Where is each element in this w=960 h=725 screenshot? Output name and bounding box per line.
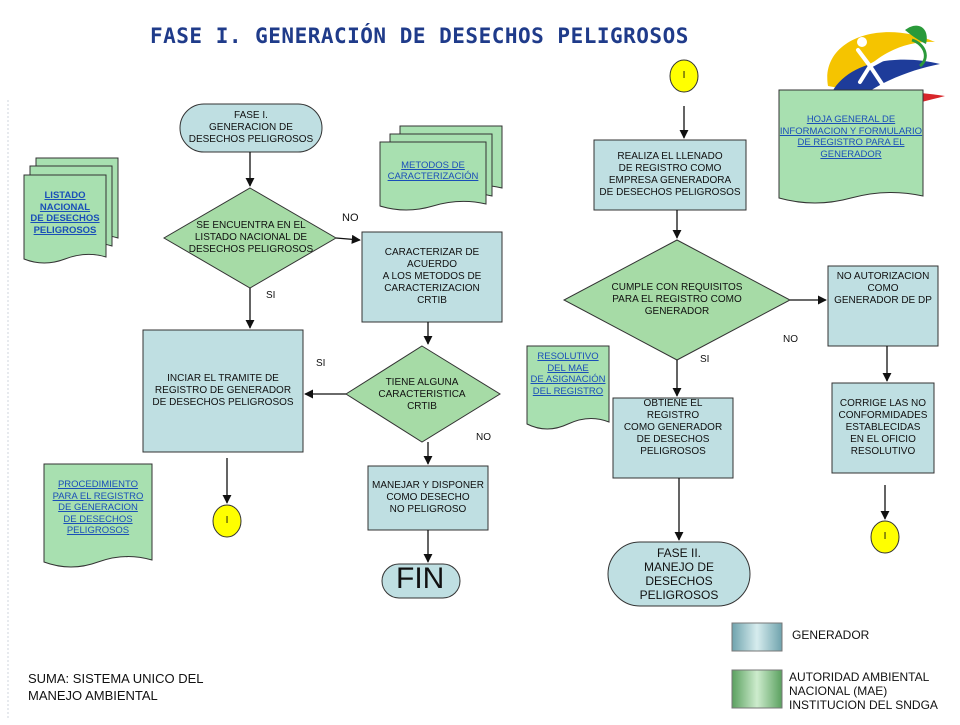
legend-label-generador: GENERADOR — [792, 628, 870, 642]
decision-requisitos — [562, 239, 792, 361]
document-listado-nacional — [23, 157, 119, 264]
edge-label-requisitos-si: SI — [700, 354, 710, 365]
decision-crtib — [345, 345, 501, 443]
process-no-autorizacion — [827, 265, 939, 347]
document-resolutivo — [526, 345, 610, 430]
footer-note: SUMA: SISTEMA UNICO DEL MANEJO AMBIENTAL — [28, 671, 204, 703]
connector-top — [669, 59, 699, 93]
document-hoja-general — [778, 89, 924, 204]
label-fin: FIN — [396, 562, 445, 595]
document-metodos — [379, 125, 503, 211]
process-corrige — [831, 382, 935, 474]
terminator-fin — [381, 563, 461, 599]
process-manejar-no-peligroso — [367, 465, 489, 531]
connector-right — [870, 520, 900, 554]
legend-label-autoridad: AUTORIDAD AMBIENTAL NACIONAL (MAE) INSTI… — [789, 670, 938, 712]
document-procedimiento — [43, 463, 153, 568]
edge-label-listado-si: SI — [266, 290, 276, 301]
decision-listado-nacional — [163, 187, 337, 289]
edge-label-listado-no: NO — [342, 212, 359, 224]
edge-listado-no — [335, 234, 361, 244]
edge-label-requisitos-no: NO — [783, 334, 798, 345]
process-caracterizar — [361, 231, 503, 323]
connector-left — [212, 504, 242, 538]
terminator-fase1 — [179, 103, 323, 153]
process-obtiene-registro — [612, 397, 734, 479]
page-title: FASE I. GENERACIÓN DE DESECHOS PELIGROSO… — [150, 24, 689, 48]
process-iniciar-tramite — [142, 329, 304, 453]
legend-swatch-autoridad — [731, 669, 783, 709]
edge-label-crtib-no: NO — [476, 432, 491, 443]
legend-swatch-generador — [731, 622, 783, 652]
terminator-fase2 — [607, 541, 751, 607]
edge-label-crtib-si: SI — [316, 358, 326, 369]
process-realiza-llenado — [593, 139, 747, 211]
